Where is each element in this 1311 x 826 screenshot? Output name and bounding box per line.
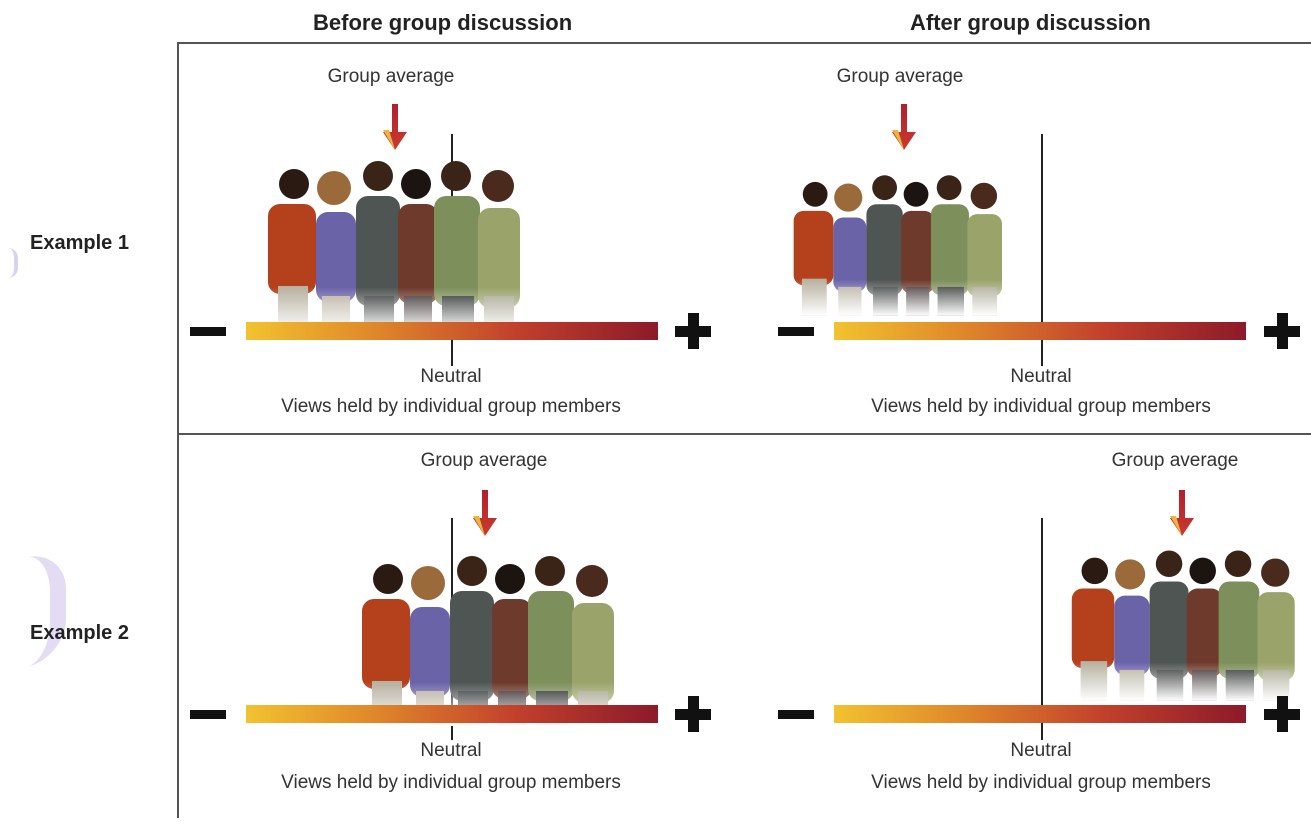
group-average-arrow-icon [1168,490,1196,536]
opinion-scale-bar [834,322,1246,340]
group-average-label: Group average [1111,450,1239,471]
decorative-bracket [0,548,66,682]
minus-icon [190,327,226,336]
neutral-line [1041,518,1043,740]
column-header-before: Before group discussion [313,10,573,35]
plus-icon-vertical [1277,313,1288,349]
plus-icon-vertical [688,313,699,349]
row-divider [177,433,1311,435]
group-average-arrow-icon [381,104,409,150]
minus-icon [778,327,814,336]
group-average-label: Group average [836,66,964,87]
plus-icon-vertical [688,696,699,732]
neutral-label: Neutral [420,740,482,761]
diagram-frame [177,42,1311,818]
views-caption: Views held by individual group members [281,396,621,417]
minus-icon [190,710,226,719]
opinion-scale-bar [246,705,658,723]
neutral-label: Neutral [1010,740,1072,761]
group-members-crowd [792,156,1007,331]
group-members-crowd [360,551,620,726]
group-average-label: Group average [327,66,455,87]
group-average-arrow-icon [471,490,499,536]
row-label-example-1: Example 1 [30,232,129,254]
views-caption: Views held by individual group members [281,772,621,793]
column-header-after: After group discussion [910,10,1151,35]
neutral-label: Neutral [1010,366,1072,387]
group-members-crowd [1070,536,1300,711]
opinion-scale-bar [834,705,1246,723]
panel-example-1-before: Group average Neutral Views held by indi… [180,44,750,434]
neutral-line [1041,134,1043,366]
neutral-label: Neutral [420,366,482,387]
decorative-bracket [0,248,18,278]
opinion-scale-bar [246,322,658,340]
panel-example-2-after: Group average Neutral Views held by indi… [770,436,1311,826]
group-average-label: Group average [420,450,548,471]
row-label-example-2: Example 2 [30,622,129,644]
views-caption: Views held by individual group members [871,396,1211,417]
plus-icon-vertical [1277,696,1288,732]
panel-example-2-before: Group average Neutral Views held by indi… [180,436,750,826]
minus-icon [778,710,814,719]
group-average-arrow-icon [890,104,918,150]
views-caption: Views held by individual group members [871,772,1211,793]
group-members-crowd [266,156,526,331]
panel-example-1-after: Group average Neutral Views held by indi… [770,44,1311,434]
